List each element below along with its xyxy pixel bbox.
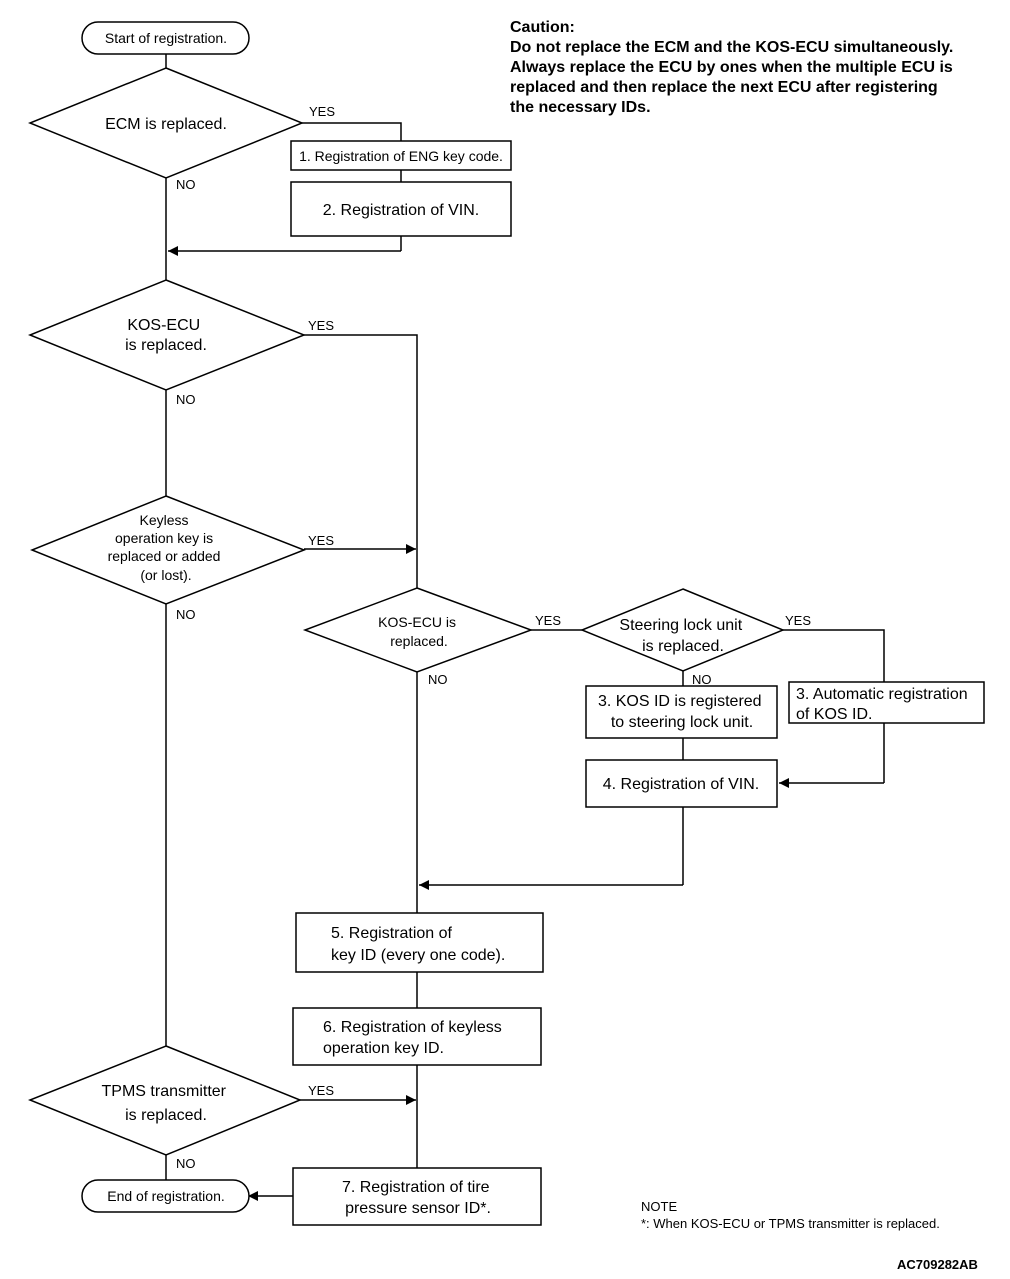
decision-keyless-label: Keyless operation key is replaced or add… bbox=[108, 512, 225, 583]
no-label-kos-ecu-2: NO bbox=[428, 672, 448, 687]
process-step-2 bbox=[290, 181, 512, 237]
process-step-1 bbox=[290, 140, 512, 171]
process-step-5 bbox=[295, 912, 544, 973]
caution-line: the necessary IDs. bbox=[510, 99, 651, 116]
step-6-label: 6. Registration of keyless operation key… bbox=[323, 1019, 506, 1057]
decision-kos-ecu-2-label: KOS-ECU is replaced. bbox=[378, 614, 460, 649]
process-step-3a bbox=[585, 685, 778, 739]
yes-label-steering: YES bbox=[785, 613, 811, 628]
step-5-label: 5. Registration of key ID (every one cod… bbox=[331, 925, 505, 964]
yes-label-kos-ecu: YES bbox=[308, 318, 334, 333]
caution-line: Always replace the ECU by ones when the … bbox=[510, 59, 953, 76]
caution-block: Caution: Do not replace the ECM and the … bbox=[510, 18, 1000, 118]
yes-label-tpms: YES bbox=[308, 1083, 334, 1098]
decision-ecm-label: ECM is replaced. bbox=[105, 116, 227, 133]
step-4-label: 4. Registration of VIN. bbox=[603, 776, 760, 793]
note-block: NOTE *: When KOS-ECU or TPMS transmitter… bbox=[641, 1198, 940, 1232]
caution-title: Caution: bbox=[510, 19, 575, 36]
no-label-keyless: NO bbox=[176, 607, 196, 622]
process-step-6 bbox=[292, 1007, 542, 1066]
step-3b-label: 3. Automatic registration of KOS ID. bbox=[796, 686, 972, 723]
decision-kos-ecu-label: KOS-ECU is replaced. bbox=[125, 317, 207, 354]
decision-steering-lock bbox=[580, 588, 785, 672]
decision-ecm-replaced bbox=[27, 67, 305, 179]
end-label: End of registration. bbox=[107, 1188, 225, 1204]
step-3a-label: 3. KOS ID is registered to steering lock… bbox=[598, 693, 766, 731]
start-terminator bbox=[81, 21, 250, 55]
no-label-steering: NO bbox=[692, 672, 712, 687]
figure-id: AC709282AB bbox=[897, 1257, 978, 1272]
step-7-label: 7. Registration of tire pressure sensor … bbox=[342, 1179, 494, 1217]
process-step-4 bbox=[585, 759, 778, 808]
decision-kos-ecu-replaced bbox=[27, 279, 307, 391]
start-label: Start of registration. bbox=[105, 30, 227, 46]
decision-tpms-label: TPMS transmitter is replaced. bbox=[102, 1083, 231, 1124]
note-text: *: When KOS-ECU or TPMS transmitter is r… bbox=[641, 1216, 940, 1231]
decision-keyless-key bbox=[29, 495, 307, 605]
no-label-ecm: NO bbox=[176, 177, 196, 192]
end-terminator bbox=[81, 1179, 250, 1213]
step-2-label: 2. Registration of VIN. bbox=[323, 202, 480, 219]
yes-label-keyless: YES bbox=[308, 533, 334, 548]
connector-lines bbox=[165, 54, 885, 1201]
decision-tpms bbox=[27, 1045, 302, 1156]
decision-steering-label: Steering lock unit is replaced. bbox=[619, 617, 746, 655]
yes-label-kos-ecu-2: YES bbox=[535, 613, 561, 628]
yes-label-ecm: YES bbox=[309, 104, 335, 119]
process-step-7 bbox=[292, 1167, 542, 1226]
note-title: NOTE bbox=[641, 1199, 678, 1214]
process-step-3b bbox=[788, 681, 985, 724]
no-label-kos-ecu: NO bbox=[176, 392, 196, 407]
decision-kos-ecu-replaced-2 bbox=[302, 587, 534, 673]
step-1-label: 1. Registration of ENG key code. bbox=[299, 148, 503, 164]
caution-line: Do not replace the ECM and the KOS-ECU s… bbox=[510, 39, 954, 56]
no-label-tpms: NO bbox=[176, 1156, 196, 1171]
caution-line: replaced and then replace the next ECU a… bbox=[510, 79, 938, 96]
